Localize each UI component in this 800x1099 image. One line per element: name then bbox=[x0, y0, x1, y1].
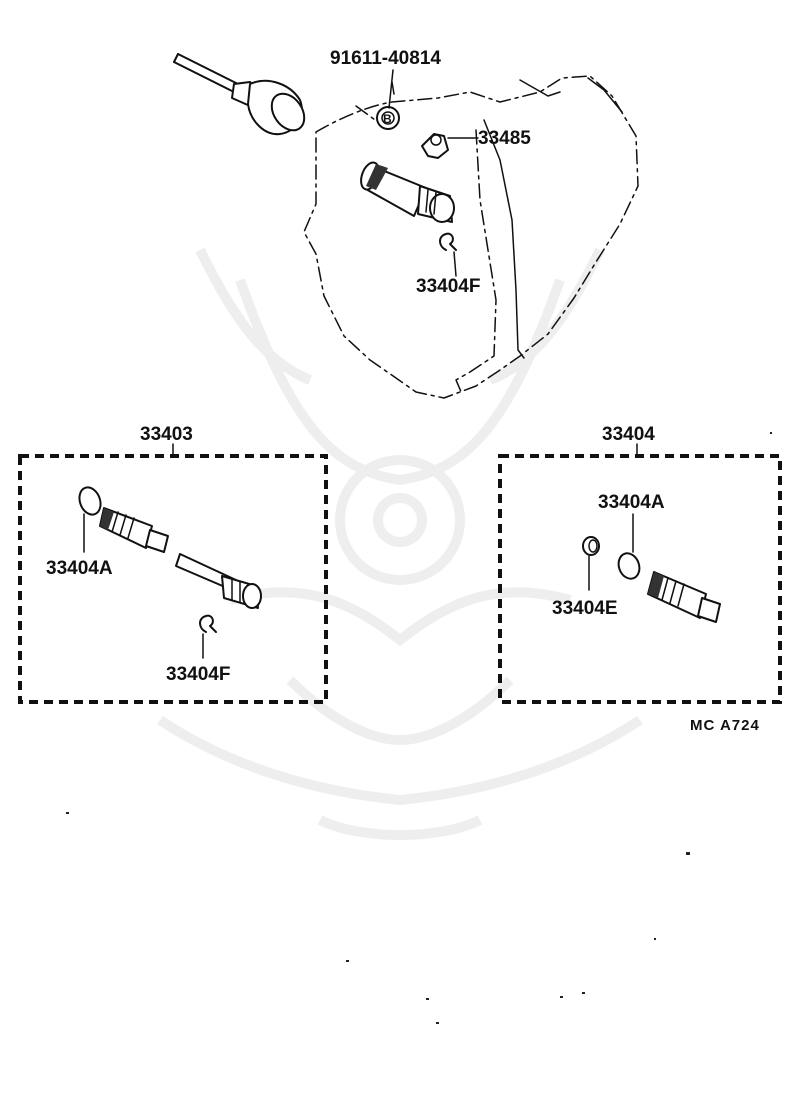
driven-gear-left-part bbox=[175, 553, 262, 609]
diagram-code: MC A724 bbox=[690, 717, 760, 734]
clip-left-part bbox=[199, 614, 217, 633]
sleeve-left-part bbox=[99, 507, 169, 553]
group-right-box bbox=[498, 443, 782, 704]
label-clip-top-number: 33404F bbox=[416, 276, 480, 297]
group-left-box bbox=[18, 443, 328, 704]
bolt-marker: B bbox=[383, 112, 392, 126]
sleeve-right-part bbox=[647, 571, 721, 623]
driven-gear-assembly bbox=[360, 161, 455, 223]
oring-left-part bbox=[78, 486, 102, 553]
label-oring-right: 33404A bbox=[598, 492, 665, 513]
watermark-emblem bbox=[157, 247, 643, 840]
label-clip-left: 33404F bbox=[166, 664, 230, 685]
label-group-right: 33404 bbox=[602, 424, 655, 445]
lock-plate-part bbox=[421, 133, 449, 159]
label-seal-right: 33404E bbox=[552, 598, 618, 619]
speedometer-cable bbox=[173, 53, 306, 136]
seal-right-part bbox=[582, 536, 600, 591]
label-bolt-number: 91611-40814 bbox=[330, 48, 441, 69]
label-plate-number: 33485 bbox=[478, 128, 531, 149]
label-oring-left: 33404A bbox=[46, 558, 113, 579]
scan-specks bbox=[66, 432, 772, 1024]
clip-top-part bbox=[439, 232, 457, 251]
leader-lines-top bbox=[388, 69, 479, 277]
oring-right-part bbox=[617, 513, 641, 580]
label-group-left: 33403 bbox=[140, 424, 193, 445]
bolt-part: B bbox=[376, 106, 400, 130]
transmission-case bbox=[303, 75, 639, 399]
